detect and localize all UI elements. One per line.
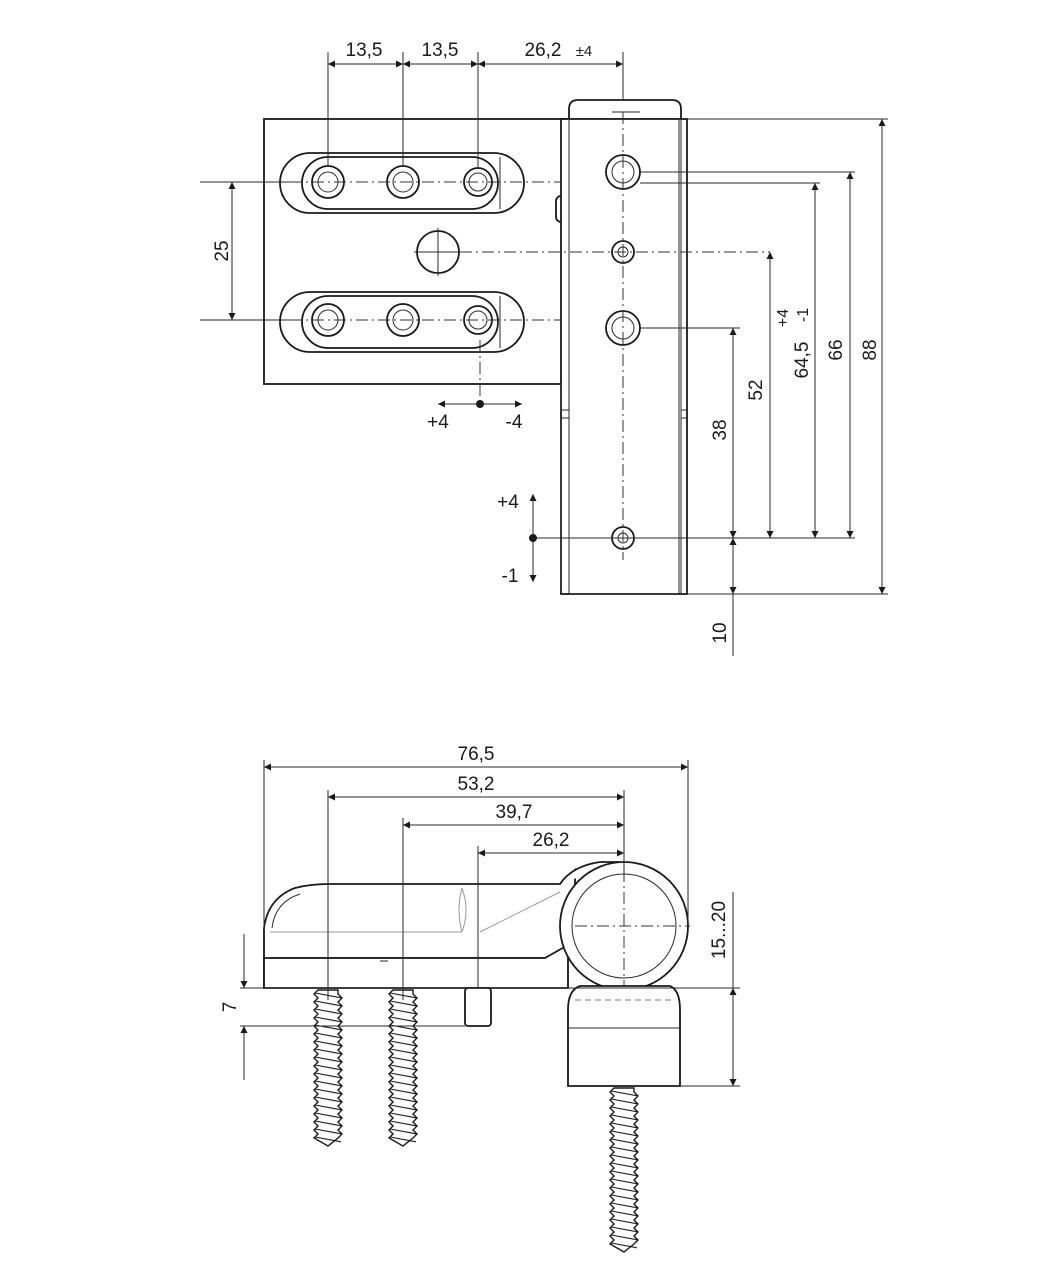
lower-slot xyxy=(279,291,525,353)
dim-38: 38 xyxy=(710,419,731,440)
dim-spacing-2: 13,5 xyxy=(422,40,459,61)
dim-7: 7 xyxy=(220,1002,241,1013)
top-view: 13,5 13,5 26,2 ±4 25 +4 -4 +4 -1 xyxy=(200,40,888,656)
dim-adjust-plus: +4 xyxy=(427,412,449,433)
dim-64-5-tol-upper: +4 xyxy=(775,309,792,327)
dim-offset: 26,2 xyxy=(525,40,562,61)
dim-15-20: 15...20 xyxy=(709,901,730,959)
dim-53-2: 53,2 xyxy=(458,774,495,795)
side-knuckle xyxy=(559,861,690,991)
side-sleeve xyxy=(567,985,681,1087)
dim-slot-pitch: 25 xyxy=(212,240,233,261)
extension-lines-top xyxy=(200,52,888,595)
dim-76-5: 76,5 xyxy=(458,744,495,765)
side-view: 76,5 53,2 39,7 26,2 15...20 7 xyxy=(220,744,740,1253)
dim-vert-minus: -1 xyxy=(502,566,519,587)
dim-52: 52 xyxy=(746,379,767,400)
dim-10: 10 xyxy=(710,622,731,643)
dim-offset-tolerance: ±4 xyxy=(576,43,593,60)
upper-slot xyxy=(279,152,525,214)
horizontal-adjust-indicator xyxy=(438,400,522,408)
dim-39-7: 39,7 xyxy=(496,802,533,823)
side-screws xyxy=(312,989,639,1253)
dim-64-5-tol-lower: -1 xyxy=(795,308,812,322)
dim-64-5: 64,5 xyxy=(792,342,813,379)
side-vertical-dims xyxy=(240,892,737,1086)
dim-spacing-1: 13,5 xyxy=(346,40,383,61)
dim-88: 88 xyxy=(860,339,881,360)
right-vertical-dims xyxy=(729,119,886,656)
center-lines-top xyxy=(290,112,770,560)
side-horizontal-dims xyxy=(264,763,688,857)
hinge-frame xyxy=(560,99,688,595)
extension-lines-side xyxy=(240,760,740,1087)
side-pin xyxy=(464,987,492,1027)
vertical-adjust-indicator xyxy=(529,494,537,582)
dim-26-2: 26,2 xyxy=(533,830,570,851)
side-base-body xyxy=(263,867,576,989)
dim-vert-plus: +4 xyxy=(497,492,519,513)
dim-66: 66 xyxy=(826,339,847,360)
dim-adjust-minus: -4 xyxy=(506,412,523,433)
